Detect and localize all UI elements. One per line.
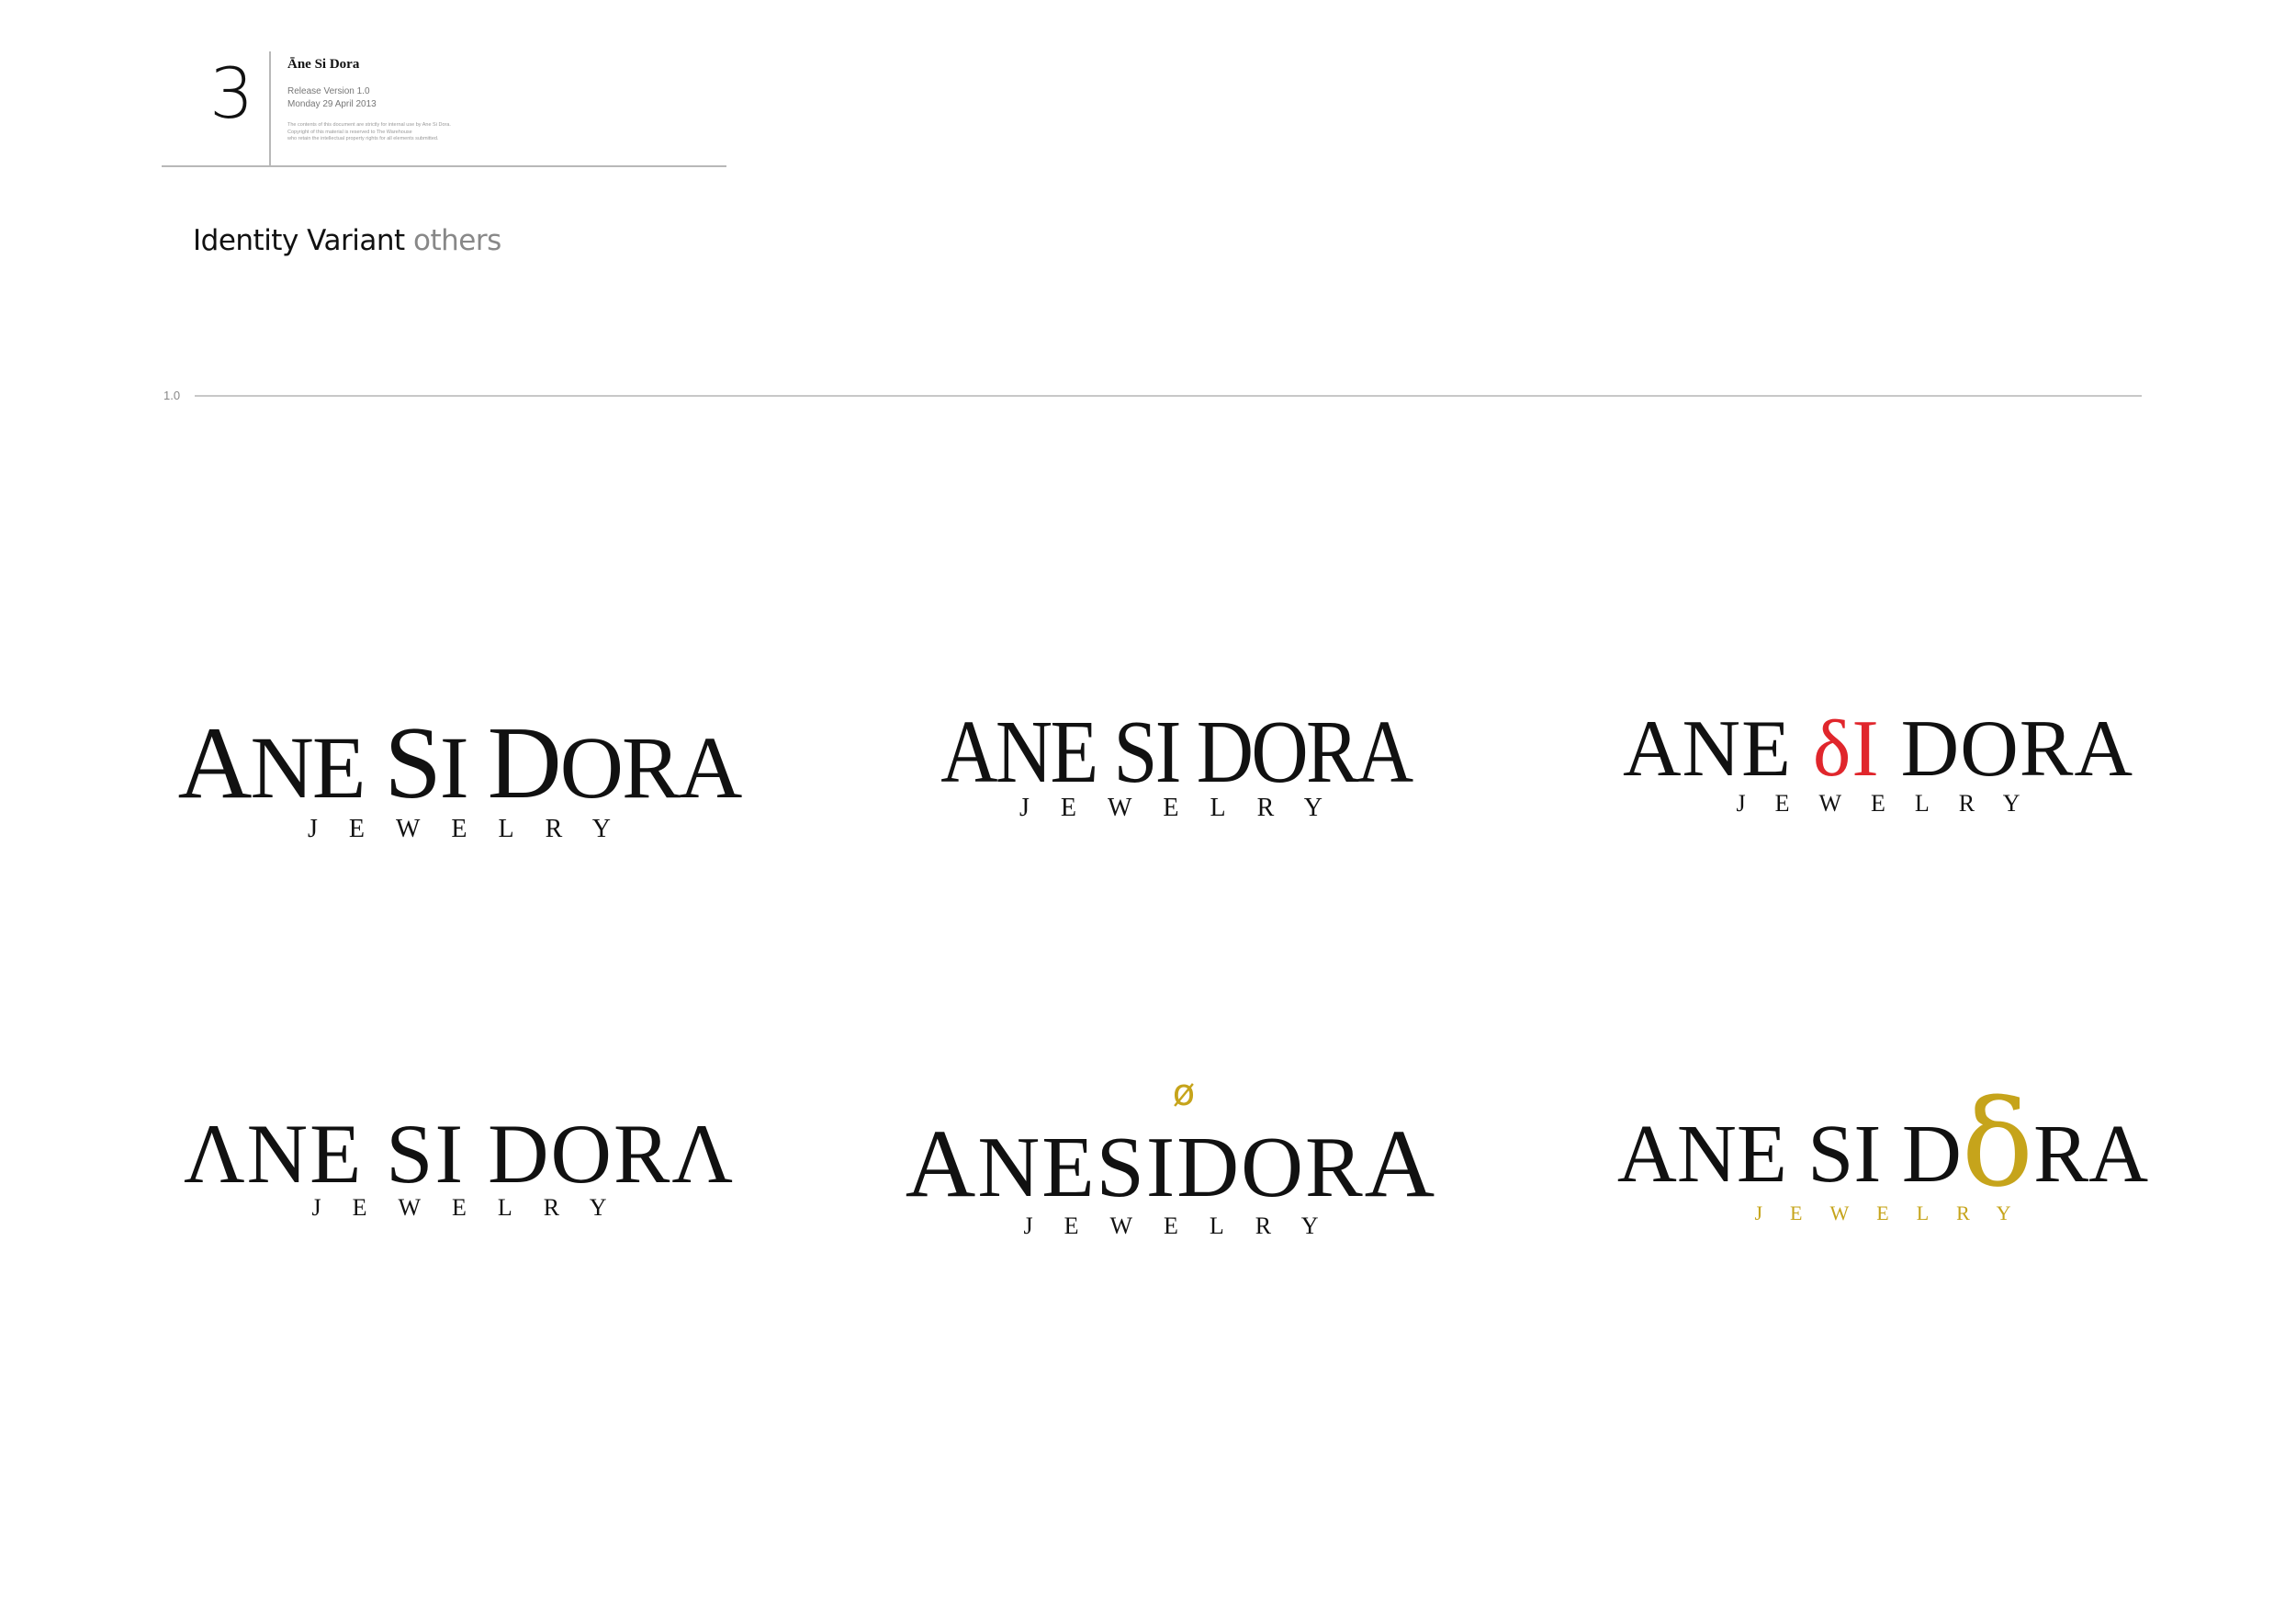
- header-divider-vertical: [269, 51, 271, 167]
- section-number: 1.0: [163, 389, 181, 402]
- wordmark-part: ANE: [1623, 705, 1813, 794]
- logo-wordmark: ΛNE SI DORΛ: [183, 1107, 736, 1201]
- section-title-muted: others: [412, 224, 501, 257]
- wordmark-part: D: [487, 706, 562, 820]
- wordmark-part: DORA: [1879, 705, 2133, 794]
- slashed-o-icon: ø: [1172, 1072, 1196, 1114]
- wordmark-part: S: [384, 706, 442, 820]
- brand-name: Āne Si Dora: [287, 57, 360, 72]
- logo-tagline: JEWELRY: [311, 1194, 638, 1221]
- logo-tagline: JEWELRY: [308, 815, 642, 843]
- wordmark-part: NESIDOR: [977, 1120, 1365, 1215]
- logo-variant-6: ANE SI DδRA JEWELRY: [1598, 1084, 2167, 1224]
- logo-variant-3: ANE δI DORA JEWELRY: [1589, 709, 2167, 816]
- wordmark-part: I: [439, 718, 488, 817]
- copyright-line: who retain the intellectual property rig…: [287, 136, 439, 141]
- copyright-line: Copyright of this material is reserved t…: [287, 129, 412, 135]
- logo-wordmark: ANE SI DORA: [940, 703, 1413, 802]
- wordmark-part: ORA: [559, 718, 743, 817]
- section-rule: [195, 395, 2142, 397]
- release-version: Release Version 1.0: [287, 86, 370, 96]
- logo-tagline: JEWELRY: [1019, 794, 1354, 822]
- wordmark-part: A: [905, 1110, 978, 1217]
- logo-wordmark: ANESIDORA: [882, 1115, 1460, 1212]
- copyright-note: The contents of this document are strict…: [287, 122, 499, 143]
- logo-wordmark: ANE δI DORA: [1589, 709, 2167, 790]
- logo-variant-1: ANE SI DORA JEWELRY: [165, 712, 753, 842]
- wordmark-accent: δI: [1812, 705, 1880, 794]
- logo-tagline: JEWELRY: [1736, 790, 2050, 817]
- release-info: Release Version 1.0 Monday 29 April 2013: [287, 85, 377, 111]
- wordmark-part: A: [177, 706, 253, 820]
- wordmark-accent: δ: [1961, 1074, 2034, 1213]
- logo-variant-4: ΛNE SI DORΛ JEWELRY: [152, 1111, 767, 1220]
- logo-wordmark: ANE SI DORA: [165, 712, 753, 815]
- section-title-main: Identity Variant: [193, 224, 405, 257]
- wordmark-part: A: [1364, 1110, 1437, 1217]
- wordmark-part: RA: [2033, 1109, 2149, 1200]
- release-date: Monday 29 April 2013: [287, 99, 377, 109]
- logo-tagline: JEWELRY: [1754, 1201, 2039, 1224]
- copyright-line: The contents of this document are strict…: [287, 122, 451, 128]
- logo-variant-2: ANE SI DORA JEWELRY: [909, 707, 1433, 821]
- page-number: 3: [209, 52, 254, 134]
- section-title: Identity Variant others: [193, 224, 501, 257]
- wordmark-part: NE: [250, 718, 385, 817]
- header-divider-horizontal: [162, 165, 726, 167]
- logo-tagline: JEWELRY: [1023, 1212, 1350, 1239]
- logo-variant-5: ø ANESIDORA JEWELRY: [882, 1075, 1460, 1238]
- wordmark-part: ANE SI D: [1616, 1109, 1962, 1200]
- logo-wordmark: ANE SI DδRA: [1598, 1084, 2167, 1203]
